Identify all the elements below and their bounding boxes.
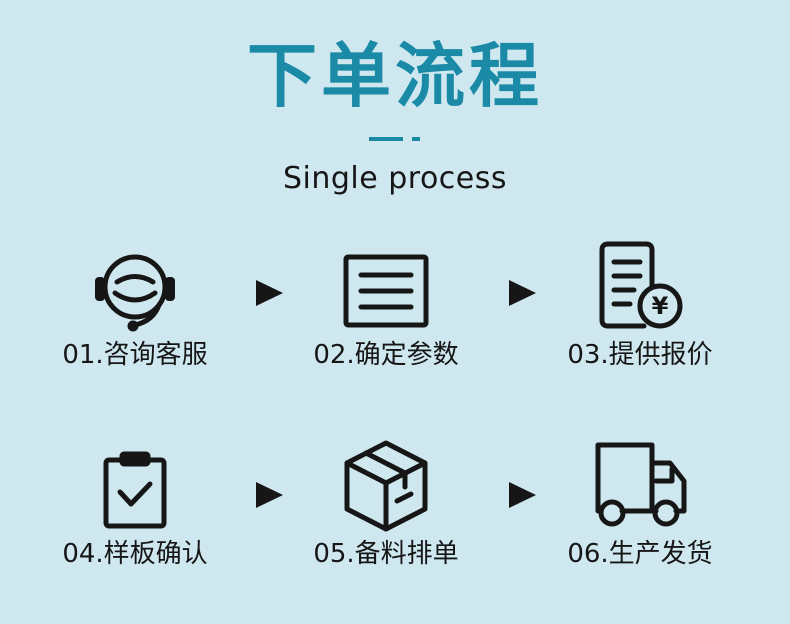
divider-long-bar (369, 137, 403, 141)
clipboard-check-icon (15, 442, 255, 538)
step-label: 04.样板确认 (62, 539, 208, 569)
quote-yen-icon: ¥ (520, 233, 760, 339)
arrow-right-icon (256, 280, 283, 306)
package-box-icon (266, 436, 506, 536)
arrow-right-icon (509, 482, 536, 508)
step-label: 06.生产发货 (567, 539, 713, 569)
headset-icon (15, 243, 255, 339)
delivery-truck-icon (520, 428, 760, 538)
page-subtitle: Single process (282, 161, 508, 196)
yen-symbol: ¥ (652, 292, 669, 320)
step-label: 01.咨询客服 (62, 340, 208, 370)
divider-short-bar (412, 137, 420, 141)
document-lines-icon (266, 243, 506, 339)
page-title: 下单流程 (247, 35, 543, 117)
step-label: 05.备料排单 (313, 539, 459, 569)
step-label: 02.确定参数 (313, 340, 459, 370)
arrow-right-icon (509, 280, 536, 306)
step-label: 03.提供报价 (567, 340, 713, 370)
arrow-right-icon (256, 482, 283, 508)
